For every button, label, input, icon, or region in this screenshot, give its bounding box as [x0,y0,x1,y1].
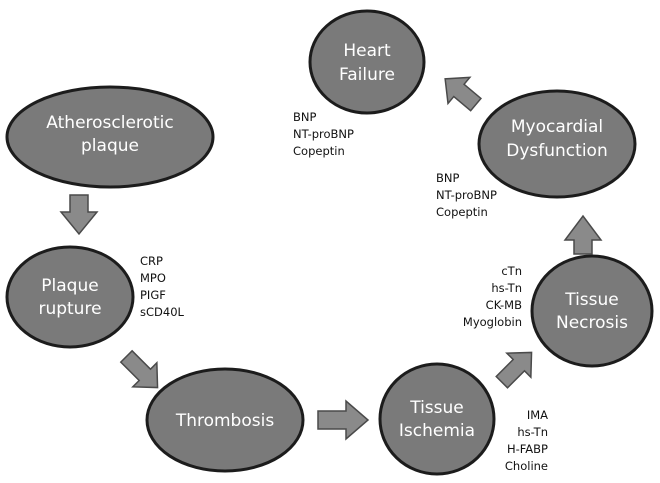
node-tissue-ischemia: Tissue Ischemia [378,362,496,476]
node-heart-failure: Heart Failure [308,9,426,115]
marker-item: BNP [293,110,317,124]
node-label-line: Plaque [41,276,98,296]
marker-item: BNP [436,171,460,185]
marker-item: MPO [140,271,166,285]
arrow-rupture-to-thrombosis [119,349,159,389]
marker-item: Choline [504,459,548,473]
node-tissue-necrosis: Tissue Necrosis [530,254,654,368]
node-label-line: rupture [38,299,101,319]
markers-tissue-necrosis: cTn hs-Tn CK-MB Myoglobin [463,263,522,331]
marker-item: sCD40L [140,305,184,319]
marker-item: IMA [526,408,548,422]
node-label-line: Heart [343,41,391,61]
node-label-line: Tissue [564,290,619,310]
node-label-line: Thrombosis [175,411,275,431]
markers-plaque-rupture: CRP MPO PIGF sCD40L [140,253,184,321]
markers-myocardial-dysfunction: BNP NT-proBNP Copeptin [436,170,497,221]
marker-item: CK-MB [485,298,522,312]
marker-item: hs-Tn [517,425,548,439]
marker-item: NT-proBNP [293,127,354,141]
marker-item: CRP [140,254,163,268]
node-label-line: Atherosclerotic [46,113,173,133]
node-thrombosis: Thrombosis [145,367,305,473]
marker-item: cTn [501,264,522,278]
marker-item: H-FABP [506,442,548,456]
node-label-line: Dysfunction [506,141,607,161]
marker-item: Copeptin [436,205,488,219]
arrow-necrosis-to-dysfunction [563,214,603,255]
node-label-line: Failure [339,65,395,85]
marker-item: Copeptin [293,144,345,158]
arrow-ischemia-to-necrosis [495,351,533,389]
marker-item: Myoglobin [462,315,522,329]
node-atherosclerotic-plaque: Atherosclerotic plaque [5,85,215,189]
node-label-line: plaque [81,136,139,156]
node-label-line: Myocardial [511,117,603,137]
node-plaque-rupture: Plaque rupture [5,245,135,349]
node-label-line: Ischemia [399,421,475,441]
arrow-plaque-to-rupture [59,194,99,236]
arrow-thrombosis-to-ischemia [317,399,370,441]
arrow-dysfunction-to-heart-failure [444,76,482,112]
markers-tissue-ischemia: IMA hs-Tn H-FABP Choline [505,407,548,475]
markers-heart-failure: BNP NT-proBNP Copeptin [293,109,354,160]
node-label-line: Tissue [409,398,464,418]
marker-item: NT-proBNP [436,188,497,202]
node-myocardial-dysfunction: Myocardial Dysfunction [477,89,637,199]
marker-item: PIGF [140,288,166,302]
node-label-line: Necrosis [556,313,628,333]
marker-item: hs-Tn [491,281,522,295]
